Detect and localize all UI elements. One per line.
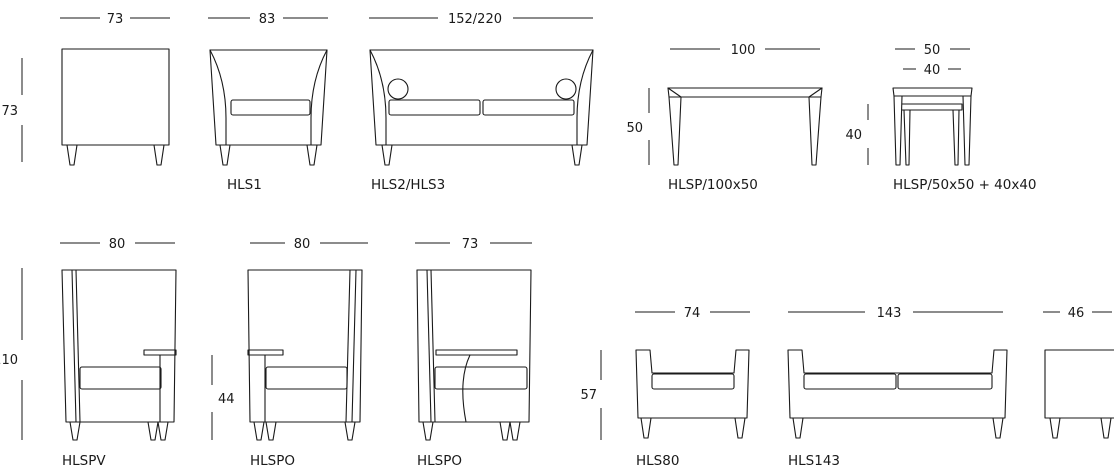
table50-width-dim: 50 [924, 43, 941, 58]
pouf-width-dim: 46 [1068, 306, 1085, 321]
table40-width-dim: 40 [924, 63, 941, 78]
hls1-width-dim: 83 [259, 12, 276, 27]
hls1-armchair-drawing: 83 HLS1 [208, 12, 328, 193]
hls143-bench-drawing: 143 HLS143 [787, 306, 1008, 469]
hls23-width-dim: 152/220 [448, 12, 502, 27]
hlspo-width-dim: 80 [294, 237, 311, 252]
cube-chair-drawing: 73 73 [1, 12, 170, 166]
high-back-height-dim: 110 [0, 353, 18, 368]
table40-height-dim: 40 [845, 128, 862, 143]
hlsp100-label: HLSP/100x50 [668, 177, 758, 193]
table100-height-dim: 50 [626, 121, 643, 136]
hlspo-chair-drawing: 80 44 HLSPO [211, 237, 368, 469]
hls23-label: HLS2/HLS3 [371, 177, 445, 193]
hls80-label: HLS80 [636, 453, 679, 469]
hlsp100-table-drawing: 100 50 HLSP/100x50 [626, 43, 823, 193]
table100-width-dim: 100 [731, 43, 756, 58]
cube-height-dim: 73 [1, 104, 18, 119]
hlspo2-label: HLSPO [417, 453, 462, 469]
cube-width-dim: 73 [107, 12, 124, 27]
hls80-width-dim: 74 [684, 306, 701, 321]
hls80-bench-drawing: 74 HLS80 [635, 306, 750, 469]
hlspv-chair-drawing: 80 HLSPV [60, 237, 177, 469]
bench-height-dim: 57 [580, 388, 597, 403]
hlspv-label: HLSPV [62, 453, 106, 469]
hls143-width-dim: 143 [877, 306, 902, 321]
hlspo-label: HLSPO [250, 453, 295, 469]
hlspv-width-dim: 80 [109, 237, 126, 252]
pouf-drawing: 46 [1043, 306, 1114, 439]
bench-height-dim-group: 57 [580, 350, 602, 440]
hls143-label: HLS143 [788, 453, 840, 469]
hlspo2-width-dim: 73 [462, 237, 479, 252]
high-back-height-dim-group: 110 [0, 268, 23, 440]
hlspo-table-height-dim: 44 [218, 392, 235, 407]
hls23-sofa-drawing: 152/220 HLS2/HLS3 [369, 12, 594, 193]
hlsp50-label: HLSP/50x50 + 40x40 [893, 177, 1037, 193]
hlspo-side-chair-drawing: 73 HLSPO [415, 237, 532, 469]
hls1-label: HLS1 [227, 177, 262, 193]
hlsp50-nesting-tables-drawing: 50 40 40 HLSP/50x50 + 40x40 [845, 43, 1036, 193]
